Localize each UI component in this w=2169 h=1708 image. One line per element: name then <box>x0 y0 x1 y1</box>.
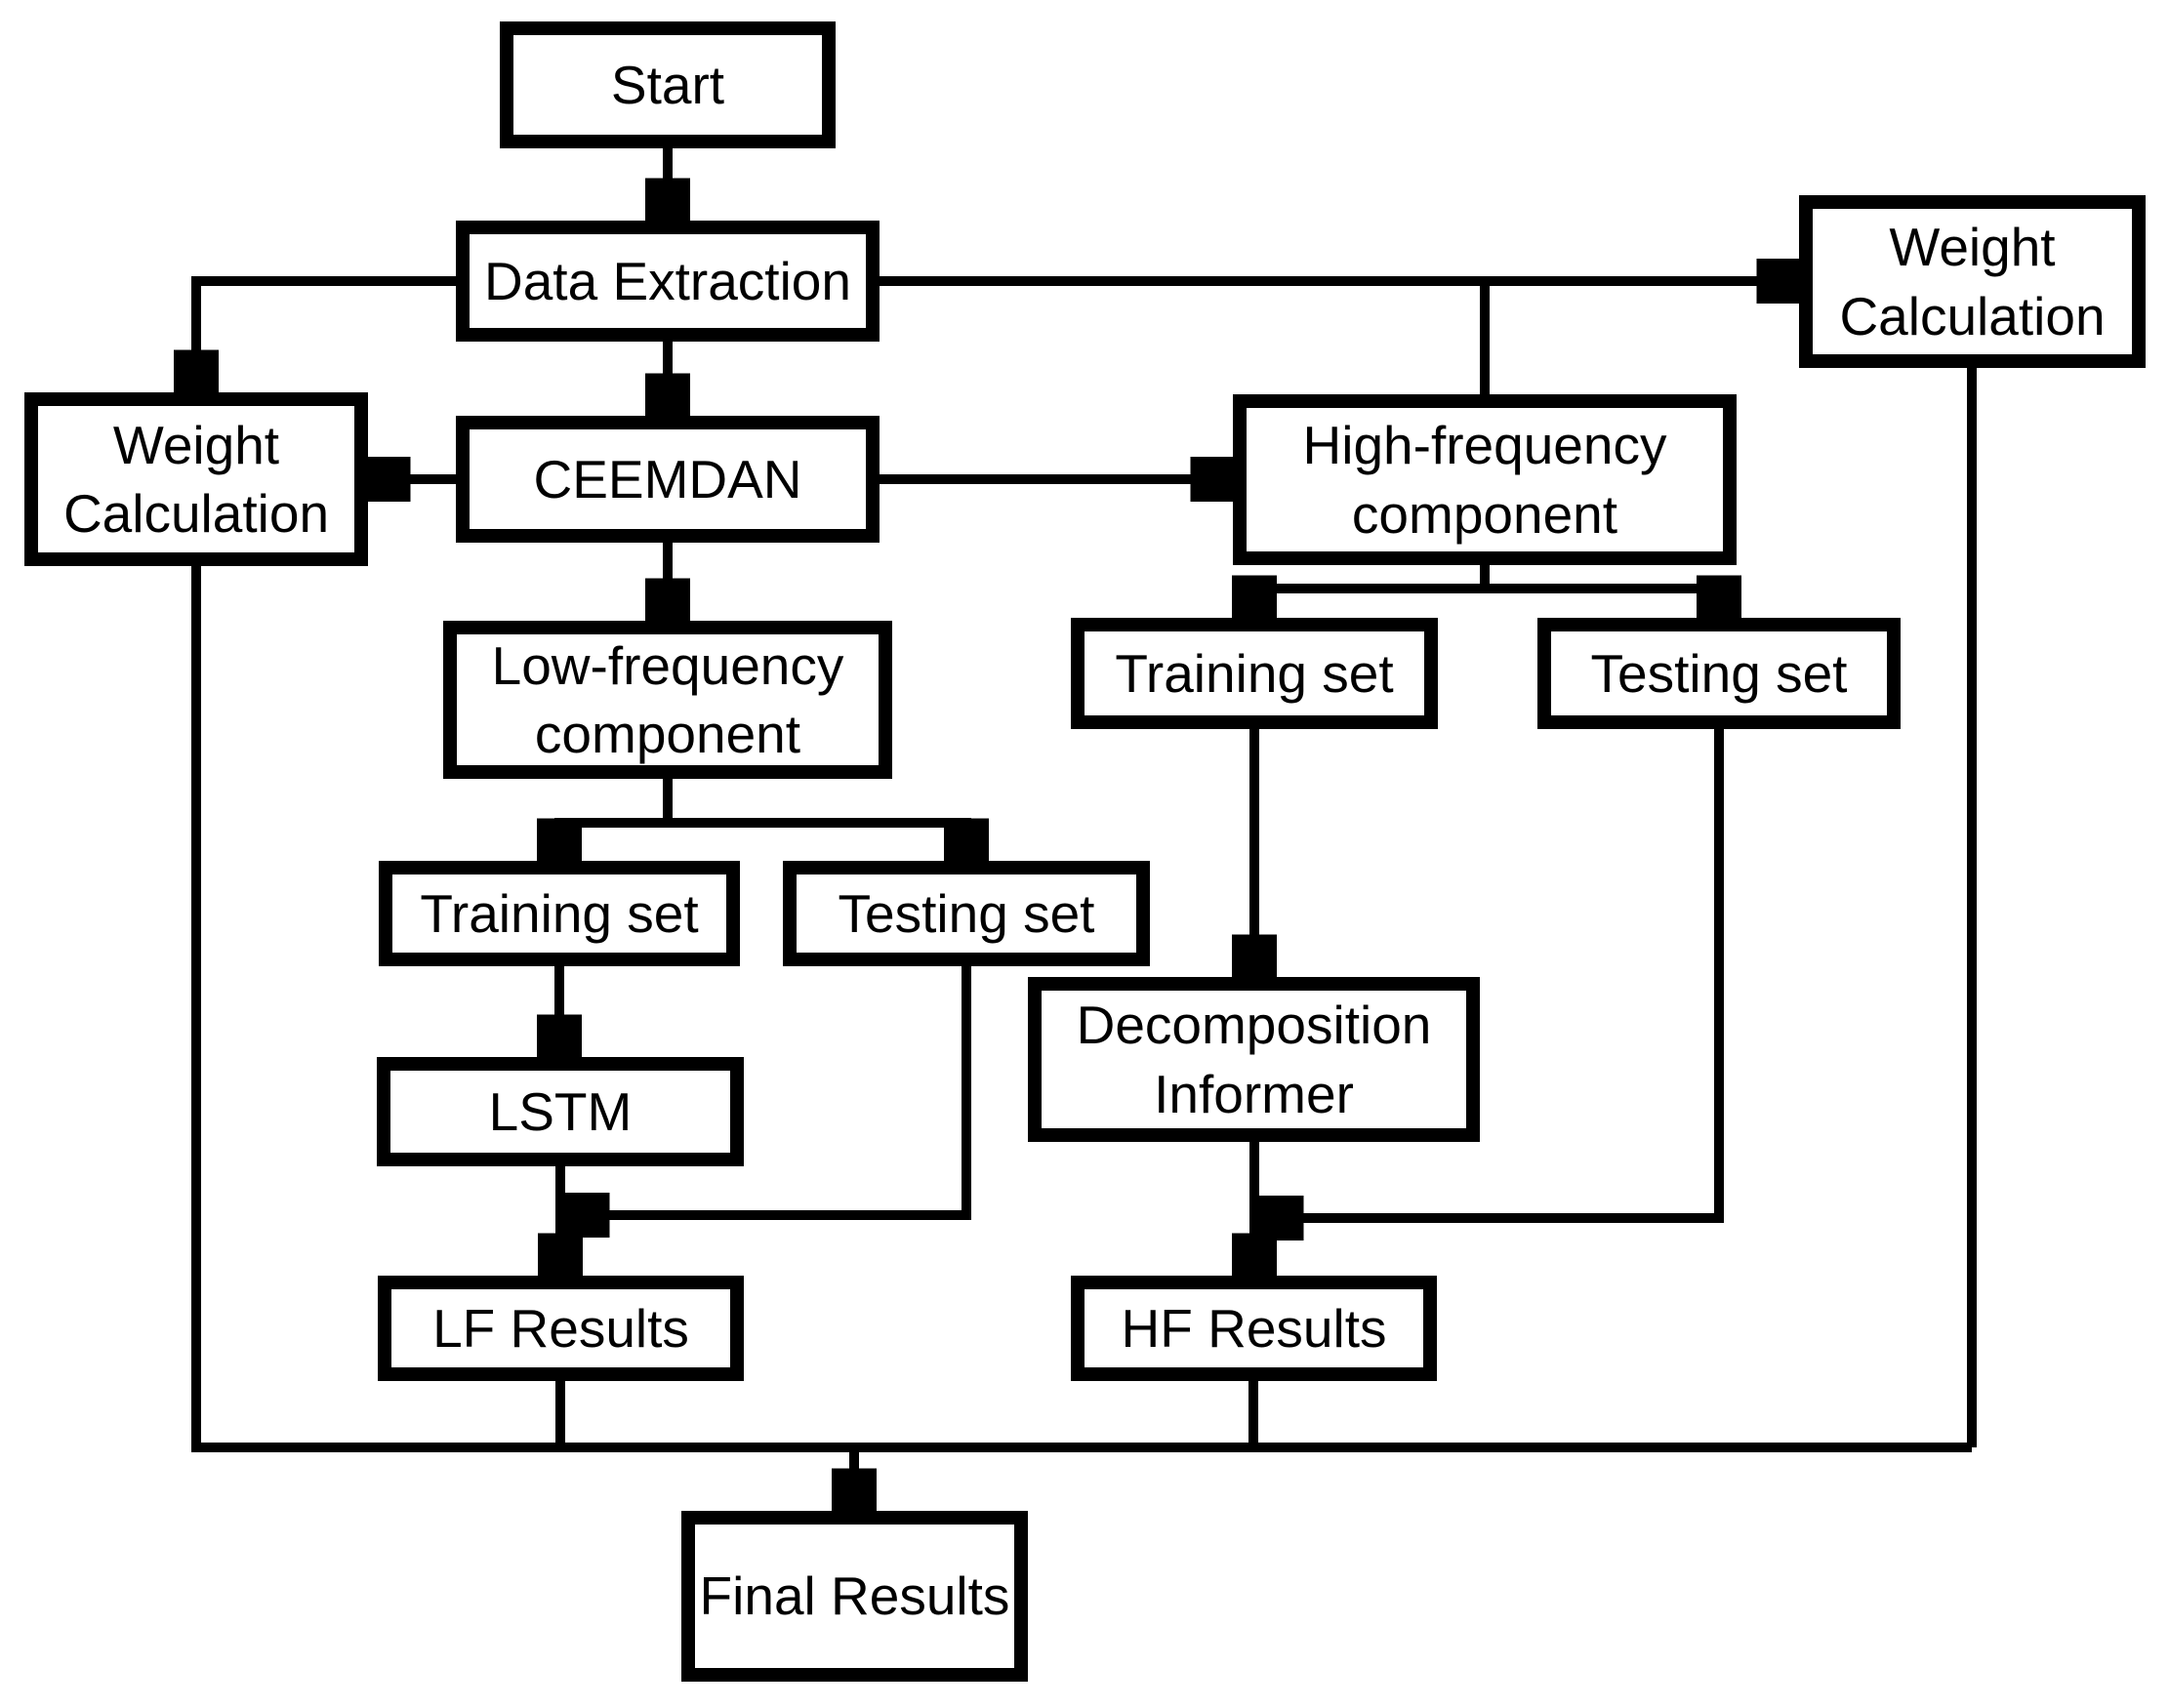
node-weight-calculation-left: Weight Calculation <box>24 392 368 566</box>
node-final-results: Final Results <box>681 1511 1028 1682</box>
node-lstm: LSTM <box>377 1057 744 1166</box>
node-training-set-high-freq: Training set <box>1071 618 1438 729</box>
edge-testing-right-join <box>1261 729 1724 1218</box>
node-hf-results: HF Results <box>1071 1276 1437 1381</box>
node-high-frequency-component: High-frequency component <box>1233 394 1737 565</box>
edge-data-extraction-to-weight-calc-left <box>196 276 456 392</box>
edge-weight-calc-left-merge <box>191 566 1972 1452</box>
node-testing-set-low-freq: Testing set <box>783 861 1150 966</box>
node-ceemdan: CEEMDAN <box>456 416 880 543</box>
node-low-frequency-component: Low-frequency component <box>443 621 892 779</box>
edge-high-freq-split-rail <box>1249 565 1724 593</box>
node-weight-calculation-right: Weight Calculation <box>1799 195 2146 368</box>
node-start: Start <box>500 21 836 148</box>
node-decomposition-informer: Decomposition Informer <box>1028 977 1480 1142</box>
node-lf-results: LF Results <box>378 1276 744 1381</box>
node-data-extraction: Data Extraction <box>456 221 880 342</box>
node-testing-set-high-freq: Testing set <box>1537 618 1901 729</box>
edge-testing-left-join <box>567 966 971 1215</box>
edge-low-freq-split-rail <box>554 779 971 828</box>
node-training-set-low-freq: Training set <box>379 861 740 966</box>
